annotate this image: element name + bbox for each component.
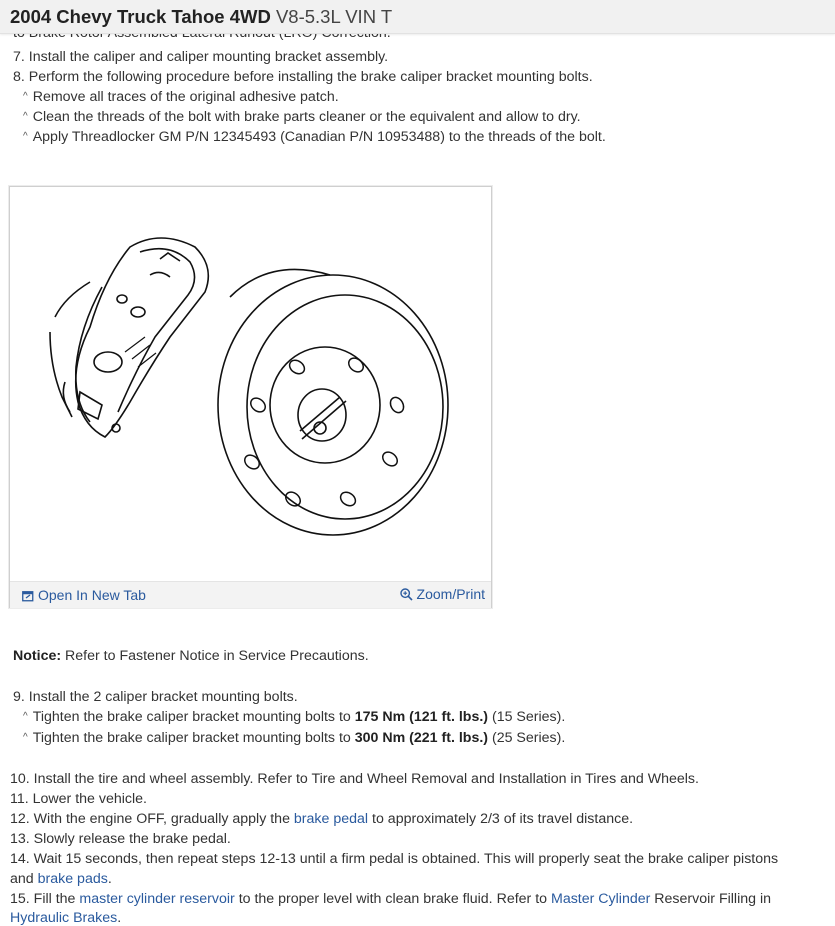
open-in-new-tab-link[interactable]: Open In New Tab — [22, 587, 146, 603]
step-8: 8. Perform the following procedure befor… — [13, 69, 593, 85]
step-7: 7. Install the caliper and caliper mount… — [13, 49, 389, 65]
step-15-line-1: 15. Fill the master cylinder reservoir t… — [10, 891, 771, 907]
step-8-bullet-1: ^Remove all traces of the original adhes… — [23, 89, 339, 105]
bullet-icon: ^ — [23, 131, 28, 142]
master-cylinder-reservoir-link[interactable]: master cylinder reservoir — [79, 891, 235, 907]
zoom-print-link[interactable]: Zoom/Print — [399, 586, 485, 602]
step-12: 12. With the engine OFF, gradually apply… — [10, 811, 634, 827]
notice-label: Notice: — [13, 648, 62, 664]
zoom-icon — [399, 588, 413, 601]
open-tab-icon — [22, 591, 34, 602]
step-9-bullet-1: ^Tighten the brake caliper bracket mount… — [23, 709, 566, 725]
page-title: 2004 Chevy Truck Tahoe 4WD V8-5.3L VIN T — [10, 6, 393, 27]
page-header: 2004 Chevy Truck Tahoe 4WD V8-5.3L VIN T — [0, 0, 835, 34]
bullet-icon: ^ — [23, 111, 28, 122]
figure-box: Open In New Tab Zoom/Print — [9, 186, 492, 608]
step-9-bullet-2: ^Tighten the brake caliper bracket mount… — [23, 730, 566, 746]
hydraulic-brakes-link[interactable]: Hydraulic Brakes — [10, 910, 118, 926]
figure-toolbar: Open In New Tab Zoom/Print — [10, 581, 491, 608]
step-10: 10. Install the tire and wheel assembly.… — [10, 771, 699, 787]
step-11: 11. Lower the vehicle. — [10, 791, 147, 807]
step-13: 13. Slowly release the brake pedal. — [10, 831, 231, 847]
step-14-line-2: and brake pads. — [10, 871, 112, 887]
step-14-line-1: 14. Wait 15 seconds, then repeat steps 1… — [10, 851, 779, 867]
brake-pads-link[interactable]: brake pads — [37, 871, 108, 887]
step-8-bullet-2: ^Clean the threads of the bolt with brak… — [23, 109, 581, 125]
step-8-bullet-3: ^Apply Threadlocker GM P/N 12345493 (Can… — [23, 129, 606, 145]
step-15-line-2: Hydraulic Brakes. — [10, 910, 122, 926]
brake-pedal-link[interactable]: brake pedal — [293, 811, 369, 827]
notice: Notice: Refer to Fastener Notice in Serv… — [13, 648, 369, 664]
bullet-icon: ^ — [23, 711, 28, 722]
bullet-icon: ^ — [23, 91, 28, 102]
bullet-icon: ^ — [23, 732, 28, 743]
master-cylinder-link[interactable]: Master Cylinder — [551, 891, 651, 907]
step-9: 9. Install the 2 caliper bracket mountin… — [13, 689, 298, 705]
brake-caliper-rotor-illustration[interactable] — [10, 187, 491, 581]
